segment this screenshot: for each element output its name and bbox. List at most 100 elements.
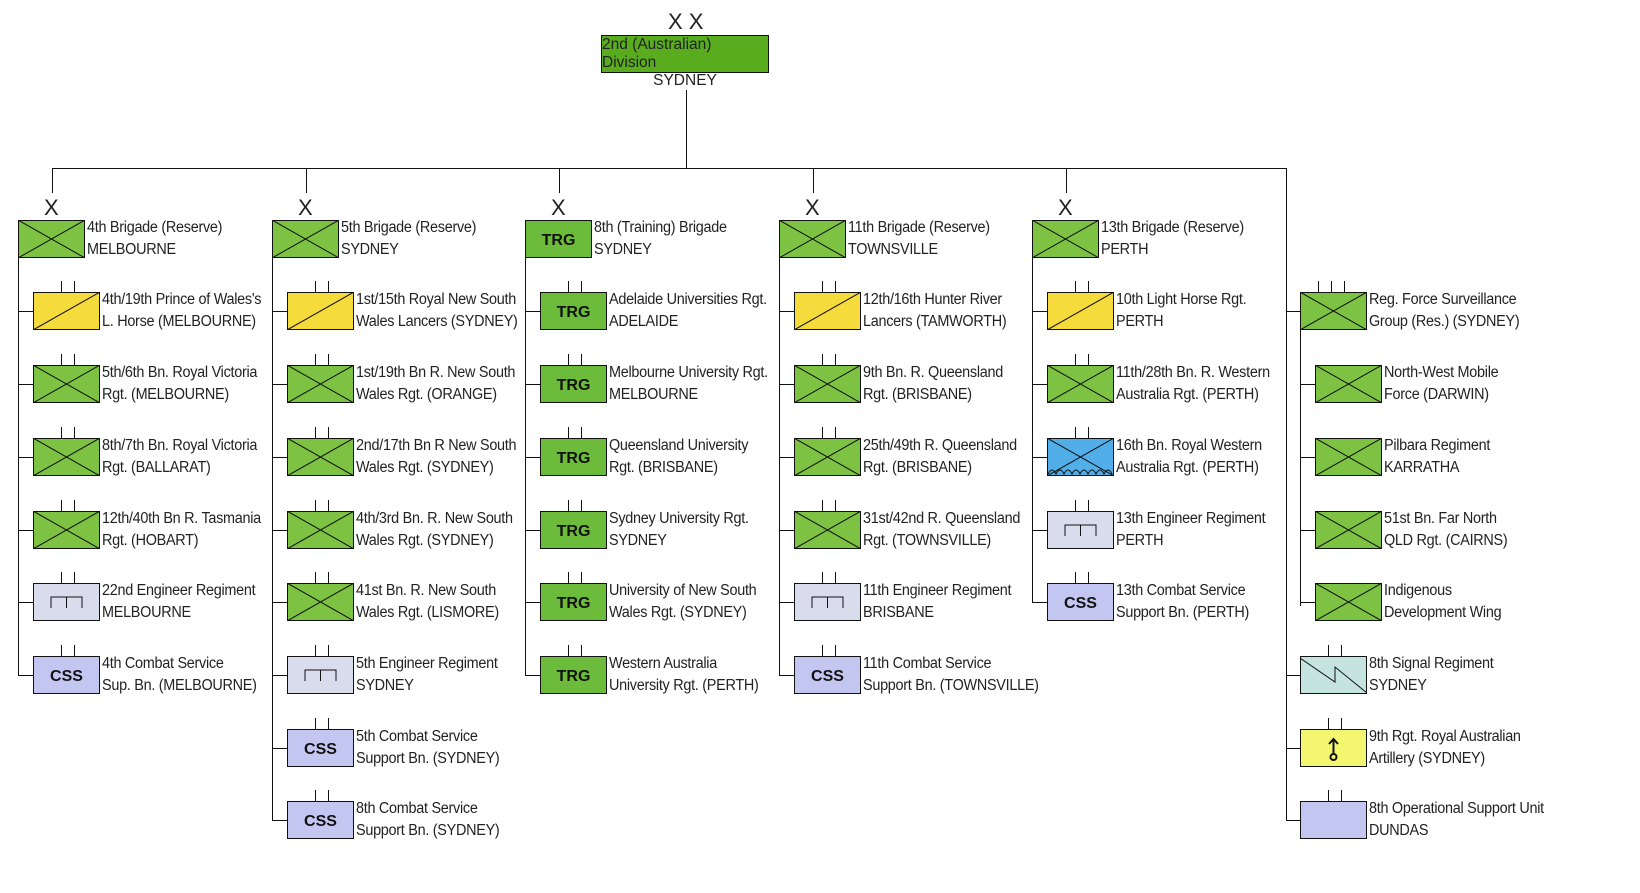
echelon-mark: [1075, 354, 1076, 365]
label-line: 5th/6th Bn. Royal Victoria: [102, 364, 258, 381]
label-line: Group (Res.) (SYDNEY): [1369, 313, 1520, 330]
divisional-unit-symbol-infantry[interactable]: [1315, 583, 1382, 621]
label-line: 11th Engineer Regiment: [863, 582, 1012, 599]
divisional-vertical: [1286, 168, 1287, 821]
unit-symbol-infantry[interactable]: [33, 365, 100, 403]
brigade-vertical: [525, 258, 526, 675]
label-line: Adelaide Universities Rgt.: [609, 291, 767, 308]
unit-tick: [18, 530, 33, 531]
label-line: 4th Brigade (Reserve): [87, 219, 223, 236]
echelon-mark: [835, 354, 836, 365]
echelon-mark: [328, 572, 329, 583]
unit-symbol-training[interactable]: TRG: [540, 511, 607, 549]
unit-symbol-engineer[interactable]: [1047, 511, 1114, 549]
unit-symbol-engineer[interactable]: [794, 583, 861, 621]
unit-symbol-engineer[interactable]: [287, 656, 354, 694]
label-line: DUNDAS: [1369, 822, 1429, 839]
unit-symbol-infantry[interactable]: [1047, 365, 1114, 403]
unit-symbol-cavalry[interactable]: [1047, 292, 1114, 330]
unit-symbol-training[interactable]: TRG: [540, 656, 607, 694]
unit-symbol-cavalry[interactable]: [794, 292, 861, 330]
unit-tick: [1032, 384, 1047, 385]
unit-symbol-training[interactable]: TRG: [540, 292, 607, 330]
divisional-unit-symbol-support[interactable]: [1300, 801, 1367, 839]
unit-tick: [779, 384, 794, 385]
unit-symbol-infantry[interactable]: [287, 511, 354, 549]
divisional-unit-symbol-signal[interactable]: [1300, 656, 1367, 694]
unit-symbol-training[interactable]: TRG: [540, 365, 607, 403]
unit-tick: [779, 602, 794, 603]
unit-symbol-training[interactable]: TRG: [540, 583, 607, 621]
svg-text:TRG: TRG: [557, 450, 591, 467]
echelon-mark: [74, 572, 75, 583]
echelon-mark: [568, 354, 569, 365]
unit-tick: [1032, 311, 1047, 312]
unit-symbol-training[interactable]: TRG: [540, 438, 607, 476]
echelon-mark: [1075, 281, 1076, 292]
svg-text:TRG: TRG: [557, 595, 591, 612]
unit-symbol-amphibious[interactable]: [1047, 438, 1114, 476]
label-line: 11th Brigade (Reserve): [848, 219, 990, 236]
unit-label: Melbourne University Rgt.MELBOURNE: [609, 362, 768, 406]
label-line: 5th Engineer Regiment: [356, 655, 498, 672]
svg-text:CSS: CSS: [304, 741, 337, 758]
unit-symbol-css[interactable]: CSS: [33, 656, 100, 694]
label-line: Australia Rgt. (PERTH): [1116, 386, 1259, 403]
echelon-mark: [315, 354, 316, 365]
divisional-unit-symbol-infantry[interactable]: [1315, 365, 1382, 403]
unit-symbol-infantry[interactable]: [287, 583, 354, 621]
unit-symbol-css[interactable]: CSS: [794, 656, 861, 694]
unit-symbol-cavalry[interactable]: [33, 292, 100, 330]
brigade-drop: [1066, 168, 1067, 193]
unit-symbol-css[interactable]: CSS: [287, 729, 354, 767]
label-line: L. Horse (MELBOURNE): [102, 313, 256, 330]
label-line: Queensland University: [609, 437, 749, 454]
unit-symbol-cavalry[interactable]: [287, 292, 354, 330]
unit-symbol-infantry[interactable]: [794, 365, 861, 403]
unit-tick: [525, 311, 540, 312]
unit-symbol-infantry[interactable]: [287, 438, 354, 476]
unit-tick: [18, 384, 33, 385]
brigade-label: 11th Brigade (Reserve)TOWNSVILLE: [848, 217, 990, 261]
echelon-mark: [1328, 645, 1329, 656]
brigade-symbol-training[interactable]: TRG: [525, 220, 592, 258]
unit-symbol-css[interactable]: CSS: [1047, 583, 1114, 621]
divisional-unit-symbol-artillery[interactable]: [1300, 729, 1367, 767]
brigade-symbol-infantry[interactable]: [272, 220, 339, 258]
brigade-symbol-infantry[interactable]: [779, 220, 846, 258]
unit-symbol-engineer[interactable]: [33, 583, 100, 621]
label-line: Wales Lancers (SYDNEY): [356, 313, 518, 330]
unit-symbol-infantry[interactable]: [287, 365, 354, 403]
echelon-mark: [315, 572, 316, 583]
unit-tick: [1286, 311, 1300, 312]
brigade-symbol-infantry[interactable]: [1032, 220, 1099, 258]
unit-symbol-css[interactable]: CSS: [287, 801, 354, 839]
unit-symbol-infantry[interactable]: [33, 438, 100, 476]
divisional-unit-symbol-infantry[interactable]: [1300, 292, 1367, 330]
echelon-mark: [61, 281, 62, 292]
unit-symbol-infantry[interactable]: [794, 438, 861, 476]
divisional-unit-symbol-infantry[interactable]: [1315, 511, 1382, 549]
label-line: 4th Combat Service: [102, 655, 224, 672]
brigade-echelon: X: [1058, 195, 1073, 220]
echelon-mark: [61, 645, 62, 656]
unit-symbol-infantry[interactable]: [33, 511, 100, 549]
echelon-mark: [1088, 427, 1089, 438]
echelon-mark: [61, 500, 62, 511]
unit-symbol-infantry[interactable]: [794, 511, 861, 549]
brigade-symbol-infantry[interactable]: [18, 220, 85, 258]
division-box[interactable]: 2nd (Australian) Division: [601, 35, 769, 73]
echelon-mark: [568, 427, 569, 438]
divisional-unit-symbol-infantry[interactable]: [1315, 438, 1382, 476]
